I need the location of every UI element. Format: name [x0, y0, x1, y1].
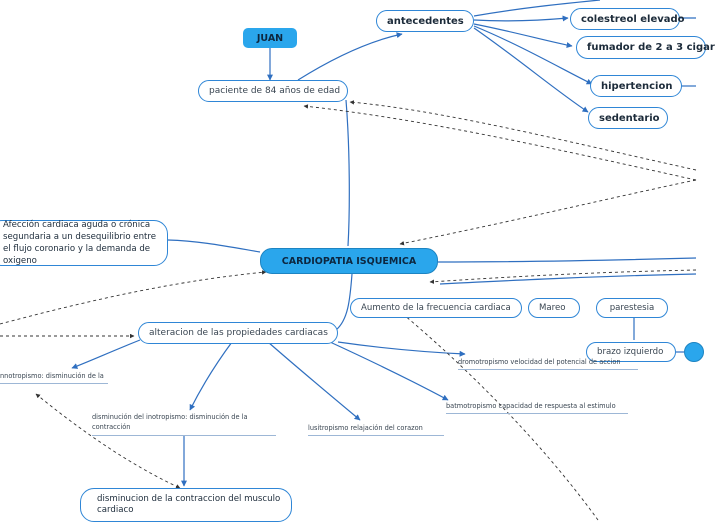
node-antecedentes[interactable]: antecedentes — [376, 10, 474, 32]
node-batmotropismo[interactable]: batmotropismo capacidad de respuesta al … — [446, 402, 628, 414]
node-alteracion[interactable]: alteracion de las propiedades cardiacas — [138, 322, 338, 344]
dashed-right-center — [399, 179, 697, 246]
dashed-crono-dism — [35, 393, 181, 489]
node-parestesia[interactable]: parestesia — [596, 298, 668, 318]
edge-right-branch — [439, 273, 697, 285]
edge-alt-batmo — [329, 341, 449, 401]
node-hipertencion[interactable]: hipertencion — [590, 75, 682, 97]
node-right-dot[interactable] — [684, 342, 704, 362]
edge-center-definition — [167, 239, 261, 253]
edge-ant-sedentario — [473, 27, 589, 113]
node-disminucion[interactable]: disminucion de la contraccion del muscul… — [80, 488, 292, 522]
node-sedentario[interactable]: sedentario — [588, 107, 668, 129]
node-center[interactable]: CARDIOPATIA ISQUEMICA — [260, 248, 438, 274]
node-lusitropismo[interactable]: lusitropismo relajación del corazon — [308, 424, 444, 436]
dashed-left-center — [0, 270, 267, 325]
node-dromotropismo[interactable]: dromotropismo velocidad del potencial de… — [458, 358, 638, 370]
connections-layer — [0, 0, 697, 521]
edge-patient-center — [345, 99, 350, 247]
node-juan[interactable]: JUAN — [243, 28, 297, 48]
dashed-right-frecuencia — [429, 269, 697, 284]
edge-center-right — [437, 257, 697, 263]
node-fumador[interactable]: fumador de 2 a 3 cigar — [576, 36, 715, 59]
node-inotropismo[interactable]: disminución del inotropismo: disminución… — [92, 412, 276, 436]
dashed-right-patient-2 — [303, 104, 697, 181]
edge-ant-hipertencion — [473, 25, 593, 85]
node-mareo[interactable]: Mareo — [528, 298, 580, 318]
edge-ant-fumador — [473, 23, 573, 48]
edge-alt-crono — [71, 339, 141, 369]
edge-ant-colesterol — [473, 15, 569, 22]
edge-patient-antecedentes — [297, 32, 403, 81]
node-brazo[interactable]: brazo izquierdo — [586, 342, 676, 362]
node-frecuencia[interactable]: Aumento de la frecuencia cardiaca — [350, 298, 522, 318]
node-colesterol[interactable]: colestreol elevado — [570, 8, 685, 30]
dashed-right-patient-1 — [349, 100, 697, 171]
edge-alt-dromo — [337, 341, 466, 357]
edge-alt-ino — [189, 341, 233, 411]
node-cronotropismo[interactable]: nnotropismo: disminución de la — [0, 372, 108, 384]
edge-center-alteracion — [335, 273, 353, 331]
node-patient[interactable]: paciente de 84 años de edad — [198, 80, 348, 102]
edge-alt-lusi — [267, 341, 361, 421]
edge-ant-top — [473, 0, 601, 17]
node-definition[interactable]: Afección cardiaca aguda o crónica segund… — [0, 220, 168, 266]
